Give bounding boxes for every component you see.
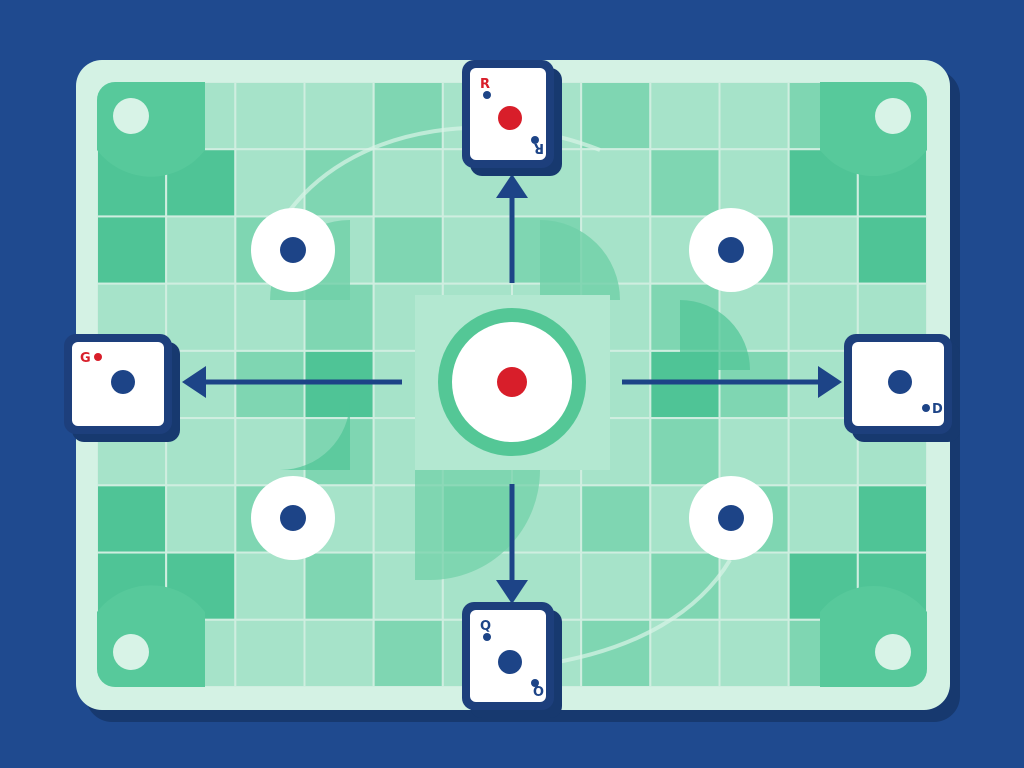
token-dot [280,237,306,263]
card-pip [483,633,491,641]
blob [680,300,750,370]
card-bottom-label: Q [480,619,491,634]
card-pip [531,136,539,144]
card-pip [94,353,102,361]
card-pip [922,404,930,412]
card-red-dot [498,106,522,130]
board-tile[interactable] [234,417,306,487]
board-tile[interactable] [372,148,444,218]
board-tile[interactable] [165,215,237,285]
token-dot [718,237,744,263]
card-dot [888,370,912,394]
board-tile[interactable] [580,551,652,621]
board-tile[interactable] [303,618,375,687]
card-bottom[interactable]: Q Q [462,602,562,718]
card-top-label-mirrored: R [534,140,544,155]
arrow-right[interactable] [622,366,842,398]
card-top-label: R [480,77,490,92]
blob [415,470,540,580]
blob [280,400,350,470]
corner-dot [113,634,149,670]
board-tile[interactable] [234,82,306,151]
board-tile[interactable] [580,148,652,218]
card-dot [498,650,522,674]
card-top[interactable]: R R [462,60,562,176]
token-dot [280,505,306,531]
board-tile[interactable] [165,282,237,352]
token-bottom-right[interactable] [689,476,773,560]
center-target[interactable] [438,308,586,456]
board-tile[interactable] [580,484,652,554]
arrow-up[interactable] [496,174,528,283]
board-tile[interactable] [303,82,375,151]
token-bottom-left[interactable] [251,476,335,560]
board-tile[interactable] [649,82,721,151]
board-tile[interactable] [372,82,444,151]
card-left[interactable]: G [64,334,180,442]
board-tile[interactable] [856,215,927,285]
card-right[interactable]: D [844,334,960,442]
board-tile[interactable] [580,82,652,151]
board-tile[interactable] [649,417,721,487]
board-tile[interactable] [234,551,306,621]
board-tile[interactable] [787,484,859,554]
card-left-label: G [80,351,91,366]
board-tile[interactable] [787,215,859,285]
card-pip [531,679,539,687]
card-right-label: D [932,402,943,417]
corner-dot [875,634,911,670]
board-tile[interactable] [441,215,514,285]
board-tile[interactable] [718,82,790,151]
token-top-right[interactable] [689,208,773,292]
board-tile[interactable] [787,417,859,487]
corner-blob [97,585,205,687]
board-tile[interactable] [718,551,790,621]
corner-blob [820,585,927,687]
arc-line [539,558,732,667]
token-top-left[interactable] [251,208,335,292]
board-tile[interactable] [718,148,790,218]
blob [540,220,620,300]
card-pip [483,91,491,99]
board-tile[interactable] [649,618,721,687]
board-tile[interactable] [649,148,721,218]
arrow-down[interactable] [496,484,528,604]
board-tile[interactable] [303,551,375,621]
board-tile[interactable] [718,618,790,687]
board-tile[interactable] [372,618,444,687]
corner-blob [97,82,205,177]
board-tile[interactable] [165,484,237,554]
board-tile[interactable] [856,484,927,554]
board-tile[interactable] [234,618,306,687]
move-arrows [182,174,842,604]
board-tile[interactable] [97,215,168,285]
arrow-left[interactable] [182,366,402,398]
board-tile[interactable] [372,215,444,285]
token-dot [718,505,744,531]
board-tile[interactable] [718,417,790,487]
corner-blob [820,82,927,177]
card-bottom-label-mirrored: Q [533,682,544,697]
target-center-dot [497,367,527,397]
board-tile[interactable] [97,484,168,554]
corner-dot [113,98,149,134]
card-dot [111,370,135,394]
corner-dot [875,98,911,134]
